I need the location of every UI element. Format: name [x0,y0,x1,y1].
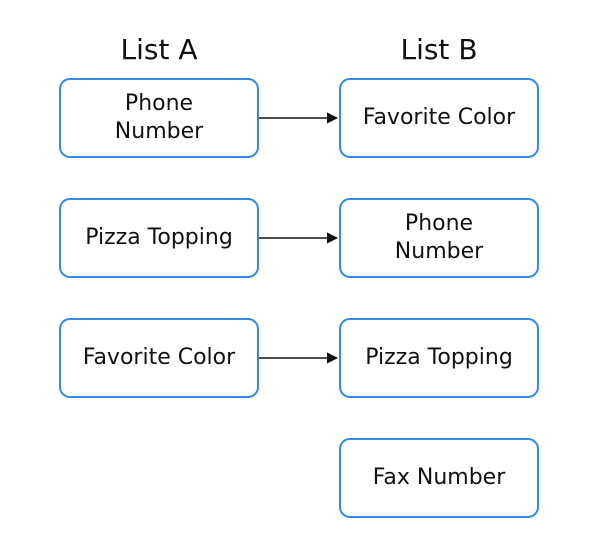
list-b-heading: List B [400,33,478,66]
list-b-item-label: Phone Number [394,211,484,264]
list-b-item: Pizza Topping [339,318,539,398]
list-a-item: Pizza Topping [59,198,259,278]
list-b-item-label: Favorite Color [362,105,516,130]
list-a-item-label: Phone Number [114,91,204,144]
list-a-item-label: Pizza Topping [85,225,233,250]
list-a-item: Phone Number [59,78,259,158]
list-a-item-label: Favorite Color [82,345,236,370]
list-a-heading: List A [120,33,198,66]
list-b-item-label: Fax Number [372,465,506,490]
list-b-item-label: Pizza Topping [365,345,513,370]
list-b-item: Fax Number [339,438,539,518]
list-b-item: Favorite Color [339,78,539,158]
list-b-item: Phone Number [339,198,539,278]
list-a-item: Favorite Color [59,318,259,398]
